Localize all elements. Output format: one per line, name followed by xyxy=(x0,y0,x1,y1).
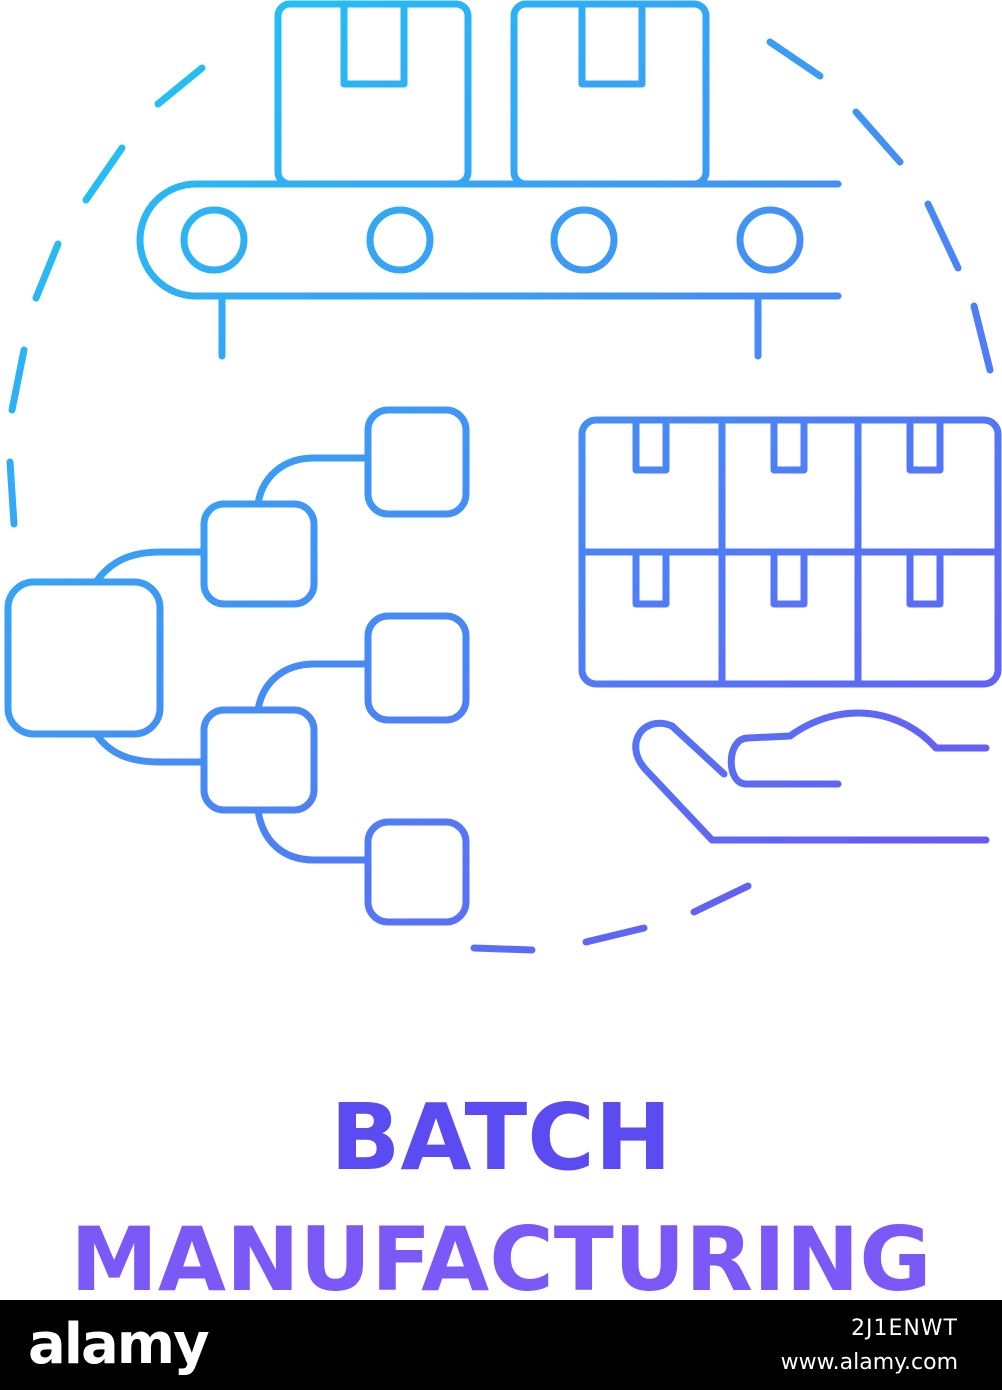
dashed-circle-outline xyxy=(6,38,994,954)
conveyor-box-1-icon xyxy=(274,0,472,188)
boxes-batch-icon xyxy=(578,416,1002,688)
batch-manufacturing-illustration xyxy=(4,0,1002,954)
open-hand-icon xyxy=(632,709,990,844)
caption-title-line-2: MANUFACTURING xyxy=(70,1208,932,1311)
watermark-logo: alamy xyxy=(28,1312,210,1377)
process-tree-icon xyxy=(4,406,470,926)
watermark-url: www.alamy.com xyxy=(780,1350,958,1375)
conveyor-belt-icon xyxy=(136,180,842,360)
watermark-bar xyxy=(0,1300,1002,1390)
watermark-image-id: 2J1ENWT xyxy=(850,1316,958,1341)
conveyor-box-2-icon xyxy=(510,0,710,188)
caption-title-line-1: BATCH xyxy=(330,1084,672,1191)
